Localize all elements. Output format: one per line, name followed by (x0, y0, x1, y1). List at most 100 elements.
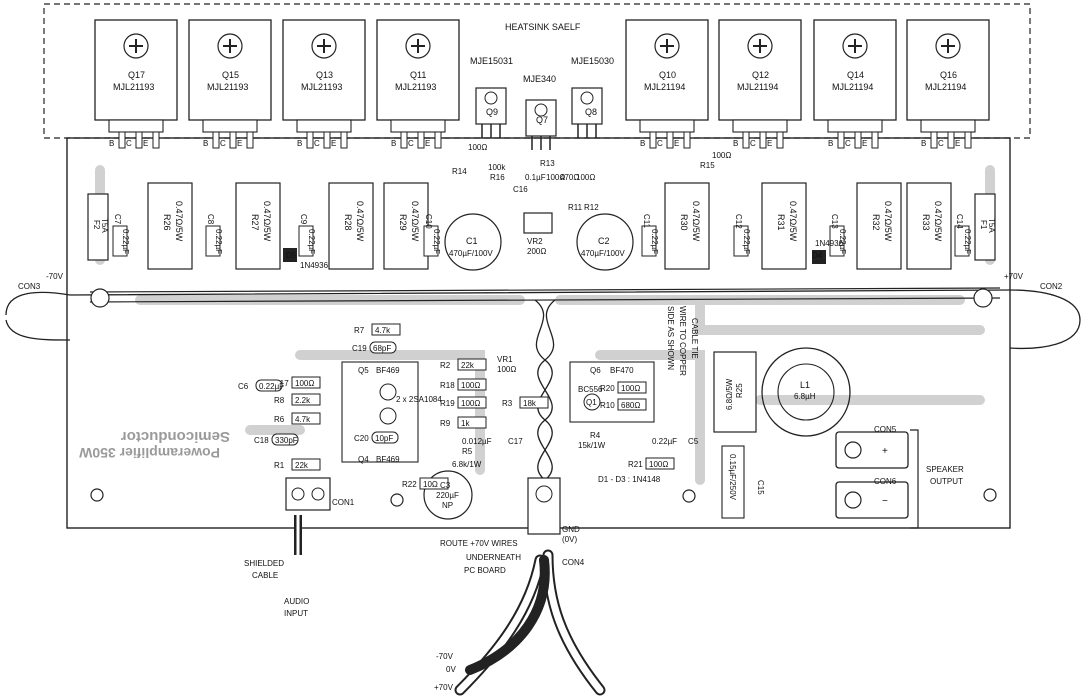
power-transistor-left-1-lead-1 (229, 131, 237, 149)
supply-bus-wire-2 (89, 287, 1001, 293)
power-transistor-right-3-screw-slot (941, 39, 955, 53)
diode-top-1 (812, 250, 826, 264)
power-transistor-left-3-pin-B: B (391, 139, 396, 148)
power-transistor-right-0-pin-B: B (640, 139, 645, 148)
fuse-f1-ref: F1 (979, 220, 988, 230)
power-transistor-left-0-lead-2 (152, 131, 160, 149)
q4-ref: Q4 (358, 455, 369, 464)
mounting-holes (90, 488, 997, 507)
driver-q9-tab-hole (484, 91, 498, 105)
board-title-1: Semiconductor (121, 428, 230, 445)
emitter-resistor-left-3 (383, 182, 429, 270)
q1-body (583, 393, 601, 411)
part-r2-body (457, 358, 487, 371)
power-transistor-left-3-collar (390, 119, 446, 133)
part-r3-value: 18k (523, 399, 537, 408)
part-r18-value: 100Ω (461, 381, 480, 390)
power-transistor-right-1-ref: Q12 (752, 70, 769, 80)
power-transistor-right-2-pin-C: C (845, 139, 851, 148)
part-r2-value: 22k (461, 361, 475, 370)
part-r8-value: 2.2k (295, 396, 311, 405)
power-transistor-right-3-lead-0 (930, 131, 938, 149)
con1-screw-a (291, 487, 305, 501)
mje15031-label: MJE15031 (470, 56, 513, 66)
c16-ref: C16 (513, 185, 528, 194)
part-c19-ref: C19 (352, 344, 367, 353)
r11-label: R11 (568, 203, 583, 212)
c1-ref: C1 (466, 236, 478, 246)
film-cap-right-0 (641, 225, 657, 257)
power-transistor-right-3-pin-C: C (938, 139, 944, 148)
power-transistor-left-1-lead-0 (212, 131, 220, 149)
q6-part: BF470 (610, 366, 634, 375)
vr1-value: 100Ω (497, 365, 516, 374)
c15-value: 0.15µF/250V (728, 454, 737, 501)
c2-ref: C2 (598, 236, 610, 246)
emitter-resistor-right-3 (906, 182, 952, 270)
power-transistor-right-2-ref: Q14 (847, 70, 864, 80)
c15-body (721, 445, 745, 519)
power-transistor-left-2-pin-C: C (314, 139, 320, 148)
r4-ref: R4 (590, 431, 601, 440)
q1-part: BC556 (578, 385, 603, 394)
audio-input-2: INPUT (284, 609, 308, 618)
film-cap-right-3-ref: C14 (955, 214, 964, 229)
l1-coil-outer (761, 347, 851, 437)
power-transistor-right-3-lead-1 (947, 131, 955, 149)
emitter-resistor-left-0-ref: R26 (162, 214, 172, 231)
power-transistor-right-0-collar (639, 119, 695, 133)
film-cap-right-0-ref: C11 (642, 214, 651, 229)
d4-ref: D4 (812, 251, 823, 260)
c5-value: 0.22µF (652, 437, 677, 446)
part-c20-value: 10pF (375, 434, 393, 443)
con4-label: CON4 (562, 558, 585, 567)
part-r20-body (617, 381, 647, 394)
r5-ref: R5 (462, 447, 473, 456)
fuse-f2-body (87, 193, 109, 261)
q6-ref: Q6 (590, 366, 601, 375)
part-c19-body (369, 341, 397, 354)
emitter-resistor-right-0-ref: R30 (679, 214, 689, 231)
emitter-resistor-right-1-ref: R31 (776, 214, 786, 231)
supply-bus-wire-3 (89, 297, 1001, 303)
part-c18-ref: C18 (254, 436, 269, 445)
neg-supply-label: -70V (46, 272, 64, 281)
text-labels: HEATSINK SAELF MJE15031 Q9 MJE340 Q7 MJE… (18, 22, 1063, 692)
c2-value: 470µF/100V (581, 249, 625, 258)
r11-value: 100Ω (576, 173, 595, 182)
power-transistor-right-3-part: MJL21194 (925, 82, 966, 92)
part-r21-body (645, 457, 675, 470)
part-r9-body (457, 416, 487, 429)
part-c20-body (371, 431, 399, 444)
cable-tie-note-1: CABLE TIE (690, 318, 699, 359)
vr2-value: 200Ω (527, 247, 546, 256)
q6-outline (569, 361, 655, 423)
audio-input-1: AUDIO (284, 597, 309, 606)
part-r3-ref: R3 (502, 399, 513, 408)
speaker-output-bracket (910, 429, 919, 529)
power-transistor-left-1-ref: Q15 (222, 70, 239, 80)
r4-value: 15k/1W (578, 441, 606, 450)
part-r19-body (457, 396, 487, 409)
power-transistor-right-3-pin-B: B (921, 139, 926, 148)
power-transistor-right-1-pin-B: B (733, 139, 738, 148)
speaker-output-2: OUTPUT (930, 477, 963, 486)
power-transistor-right-3-pin-E: E (955, 139, 960, 148)
film-cap-left-2-ref: C9 (299, 214, 308, 225)
power-transistor-left-2-collar (296, 119, 352, 133)
power-transistor-right-1-part: MJL21194 (737, 82, 778, 92)
supply-wire-pos: +70V (434, 683, 454, 692)
power-transistor-left-0-ref: Q17 (128, 70, 145, 80)
c16-value: 0.1µF (525, 173, 546, 182)
r16-value: 100k (488, 163, 506, 172)
part-r10-body (617, 398, 647, 411)
power-transistor-right-0-lead-1 (666, 131, 674, 149)
emitter-resistor-right-2 (856, 182, 902, 270)
q23-note: 2 x 2SA1084 (396, 395, 442, 404)
r14-label: R14 (452, 167, 467, 176)
film-cap-right-1 (733, 225, 749, 257)
power-transistor-left-3-pin-C: C (408, 139, 414, 148)
part-r6-value: 4.7k (295, 415, 311, 424)
emitter-resistor-left-2-value: 0.47Ω/5W (355, 201, 365, 242)
